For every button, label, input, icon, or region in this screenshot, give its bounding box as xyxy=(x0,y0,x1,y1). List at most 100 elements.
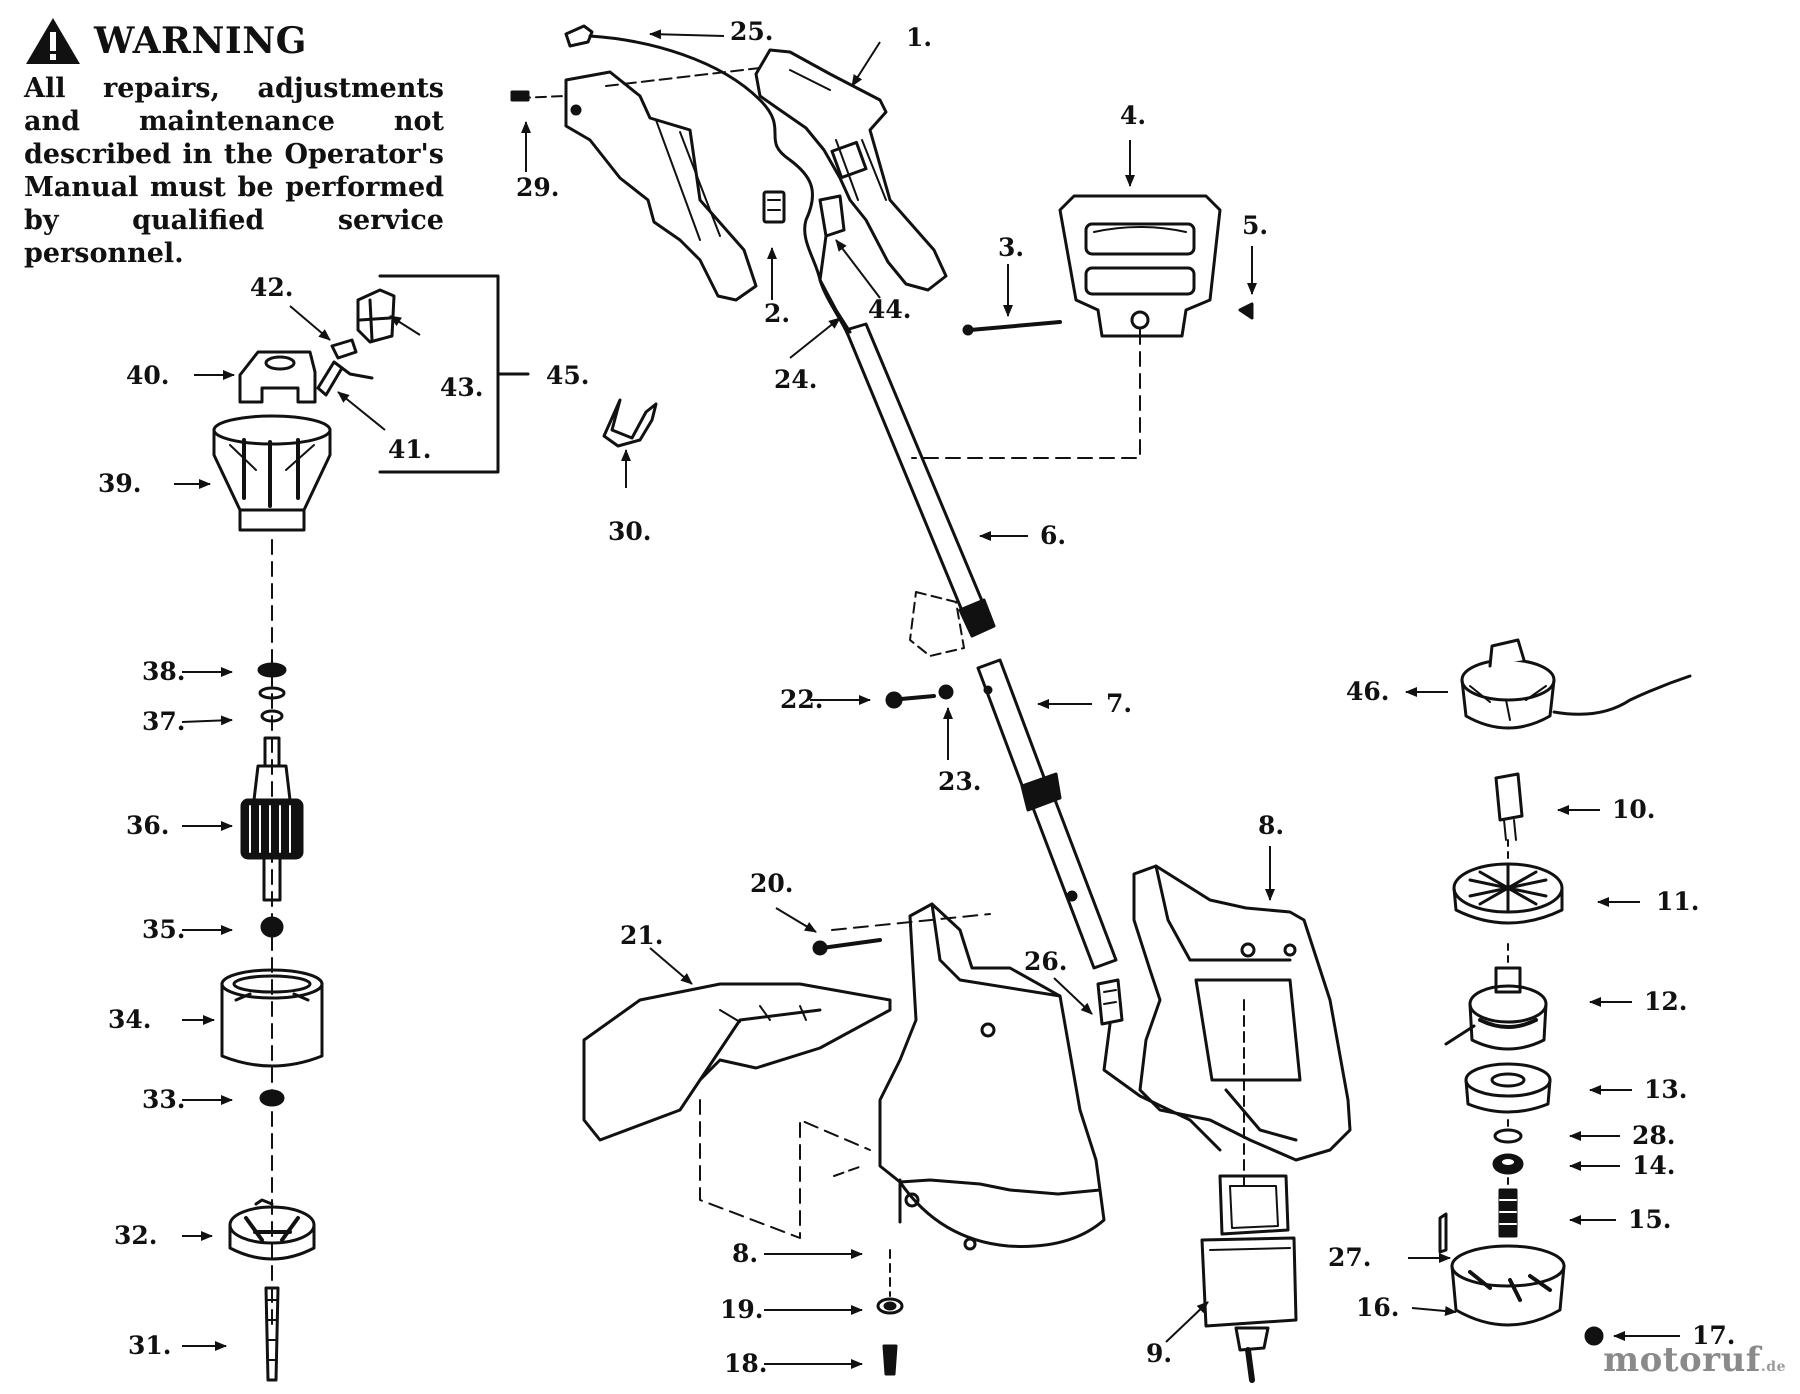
label-part-13: 13. xyxy=(1644,1075,1688,1104)
label-part-15: 15. xyxy=(1628,1205,1672,1234)
part-38-washer xyxy=(257,662,287,700)
label-part-35: 35. xyxy=(142,915,186,944)
part-26-connector xyxy=(1096,978,1222,1152)
label-part-34: 34. xyxy=(108,1005,152,1034)
part-18-screw xyxy=(882,1344,898,1376)
label-part-6: 6. xyxy=(1040,521,1066,550)
label-part-2: 2. xyxy=(764,299,790,328)
part-27-tab xyxy=(1438,1212,1448,1254)
label-part-28: 28. xyxy=(1632,1121,1676,1150)
part-16-cap xyxy=(1450,1244,1566,1327)
label-part-7: 7. xyxy=(1106,689,1132,718)
label-part-11: 11. xyxy=(1656,887,1700,916)
label-part-36: 36. xyxy=(126,811,170,840)
part-37-washer xyxy=(260,709,284,723)
part-22-screw xyxy=(885,691,936,709)
warning-header: WARNING xyxy=(24,16,444,66)
part-2-switch xyxy=(762,190,786,224)
part-9-motor xyxy=(1200,1174,1298,1383)
watermark-main: motoruf xyxy=(1603,1340,1761,1380)
part-23-washer xyxy=(938,684,954,700)
warning-title: WARNING xyxy=(94,20,307,62)
part-1-handle-half xyxy=(754,48,948,292)
label-part-26: 26. xyxy=(1024,947,1068,976)
label-part-41: 41. xyxy=(388,435,432,464)
part-28-washer xyxy=(1493,1128,1523,1144)
label-part-9: 9. xyxy=(1146,1339,1172,1368)
label-part-8-left: 8. xyxy=(732,1239,758,1268)
part-5-nut xyxy=(1238,302,1254,320)
part-30-clip xyxy=(602,398,658,448)
label-part-16: 16. xyxy=(1356,1293,1400,1322)
part-39-motor-housing xyxy=(212,414,332,532)
watermark-suffix: .de xyxy=(1760,1359,1786,1375)
label-part-44: 44. xyxy=(868,295,912,324)
part-10-bolt xyxy=(1494,772,1524,841)
label-part-25: 25. xyxy=(730,17,774,46)
label-part-40: 40. xyxy=(126,361,170,390)
part-42-terminal xyxy=(330,338,358,360)
label-part-46: 46. xyxy=(1346,677,1390,706)
label-part-5: 5. xyxy=(1242,211,1268,240)
label-part-3: 3. xyxy=(998,233,1024,262)
label-part-17: 17. xyxy=(1692,1321,1736,1350)
label-part-30: 30. xyxy=(608,517,652,546)
part-46-spool-assembly xyxy=(1460,638,1692,730)
part-40-brush-holder xyxy=(238,350,317,404)
part-44-connector xyxy=(818,194,852,334)
warning-text: All repairs, adjustments and maintenance… xyxy=(24,73,444,269)
part-4-cover xyxy=(1058,194,1222,338)
part-36-armature xyxy=(240,736,304,902)
label-part-22: 22. xyxy=(780,685,824,714)
part-14-washer xyxy=(1492,1153,1524,1175)
part-11-fan xyxy=(1452,862,1564,925)
part-29-screw xyxy=(510,90,530,102)
part-3-screw xyxy=(962,320,1062,336)
part-20-screw xyxy=(812,938,882,956)
part-8-housing-right xyxy=(1132,864,1352,1162)
label-part-12: 12. xyxy=(1644,987,1688,1016)
label-part-4: 4. xyxy=(1120,101,1146,130)
part-8-housing-left xyxy=(878,902,1106,1251)
part-7-lower-shaft xyxy=(976,658,1118,970)
part-21-guard xyxy=(582,982,892,1142)
label-part-8-right: 8. xyxy=(1258,811,1284,840)
label-part-38: 38. xyxy=(142,657,186,686)
part-34-field-housing xyxy=(220,968,324,1068)
part-41-connector xyxy=(316,360,374,397)
part-31-bolt xyxy=(264,1286,280,1382)
part-29-handle-half xyxy=(564,70,758,302)
label-part-32: 32. xyxy=(114,1221,158,1250)
part-33-washer xyxy=(259,1089,285,1107)
label-part-1: 1. xyxy=(906,23,932,52)
label-part-23: 23. xyxy=(938,767,982,796)
label-part-10: 10. xyxy=(1612,795,1656,824)
warning-triangle-icon xyxy=(26,18,80,64)
watermark-logo: motoruf.de xyxy=(1603,1340,1786,1380)
warning-block: WARNING All repairs, adjustments and mai… xyxy=(24,16,444,270)
label-part-19: 19. xyxy=(720,1295,764,1324)
part-17-bump-knob xyxy=(1584,1326,1604,1346)
label-part-18: 18. xyxy=(724,1349,768,1378)
label-part-45: 45. xyxy=(546,361,590,390)
label-part-39: 39. xyxy=(98,469,142,498)
label-part-14: 14. xyxy=(1632,1151,1676,1180)
label-part-43: 43. xyxy=(440,373,484,402)
part-6-upper-shaft xyxy=(844,322,996,638)
part-19-washer xyxy=(876,1297,904,1315)
label-part-31: 31. xyxy=(128,1331,172,1360)
label-part-24: 24. xyxy=(774,365,818,394)
label-part-20: 20. xyxy=(750,869,794,898)
part-15-spring xyxy=(1498,1188,1518,1238)
label-part-29: 29. xyxy=(516,173,560,202)
part-35-bearing xyxy=(260,916,284,938)
label-part-33: 33. xyxy=(142,1085,186,1114)
part-12-spool xyxy=(1444,966,1548,1051)
part-43-switch xyxy=(356,288,396,344)
part-32-end-cap xyxy=(228,1198,316,1261)
label-part-42: 42. xyxy=(250,273,294,302)
label-part-21: 21. xyxy=(620,921,664,950)
label-part-27: 27. xyxy=(1328,1243,1372,1272)
part-13-spool-housing xyxy=(1464,1062,1552,1114)
